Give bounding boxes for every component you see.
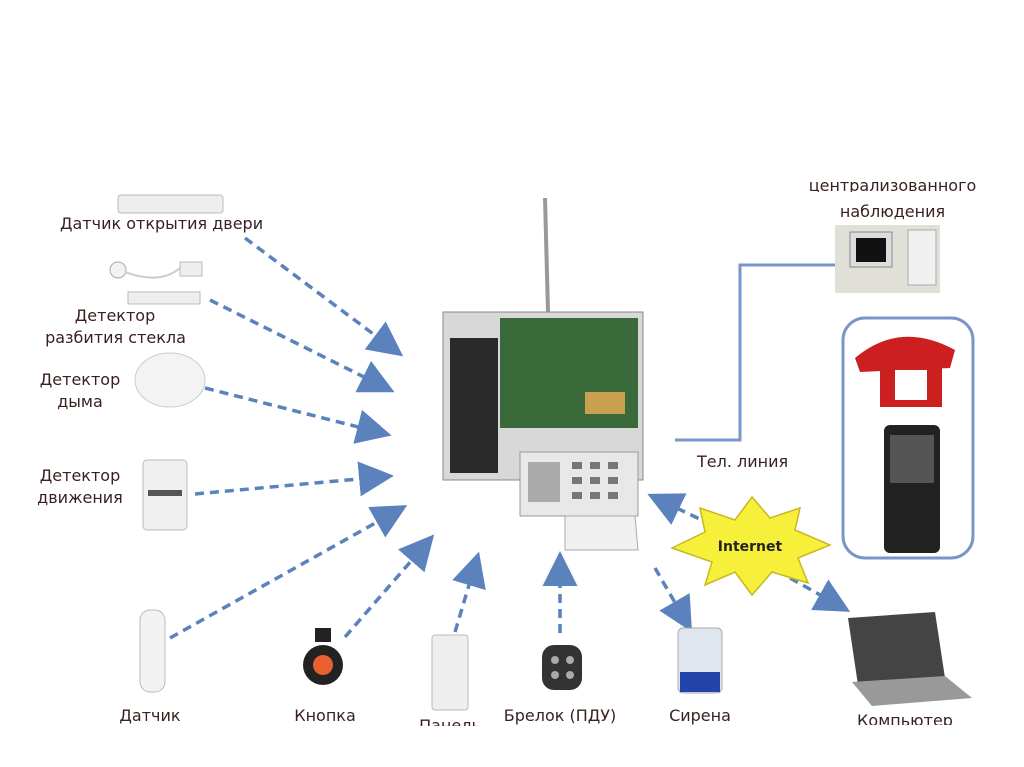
phone-line-wires — [675, 263, 975, 560]
label-sensor: Датчик — [119, 706, 181, 725]
mobile-phone-device — [884, 425, 940, 553]
signal-arrows — [169, 236, 851, 640]
internet-burst — [670, 495, 832, 597]
siren-device — [677, 627, 723, 694]
arrow-panel — [452, 551, 486, 633]
label-glass-break-2: разбития стекла — [45, 328, 186, 347]
arrow-glass-break — [209, 298, 395, 393]
sensor-device — [139, 609, 166, 693]
landline-phone-device — [855, 336, 955, 407]
label-smoke-2: дыма — [57, 392, 103, 411]
control-panel-device — [442, 311, 644, 551]
panel-device — [431, 634, 469, 711]
keyfob-device — [542, 645, 582, 690]
arrow-button — [343, 534, 435, 639]
arrow-computer — [789, 576, 851, 612]
arrow-door-sensor — [243, 236, 404, 357]
label-glass-break-1: Детектор — [74, 306, 156, 325]
label-computer: Компьютер — [857, 711, 953, 725]
arrow-smoke — [204, 386, 392, 444]
panic-button-device — [303, 628, 343, 685]
arrow-motion — [194, 461, 394, 497]
antenna — [543, 197, 550, 313]
label-panel: Панель — [419, 716, 481, 726]
laptop-device — [848, 612, 972, 706]
label-internet: Internet — [717, 539, 783, 555]
arrow-siren — [653, 567, 692, 633]
label-motion-1: Детектор — [39, 466, 121, 485]
label-siren: Сирена — [669, 706, 731, 725]
monitoring-station-device — [835, 225, 940, 293]
glass-break-device — [109, 261, 203, 305]
door-sensor-device — [117, 194, 224, 214]
label-door-sensor: Датчик открытия двери — [60, 214, 264, 233]
arrow-internet-in — [647, 493, 713, 527]
arrow-sensor — [169, 505, 408, 640]
label-phone-line: Тел. линия — [697, 452, 789, 471]
label-keyfob: Брелок (ПДУ) — [503, 706, 617, 725]
label-smoke-1: Детектор — [39, 370, 121, 389]
smoke-detector-device — [134, 352, 206, 408]
label-monitoring-line1: централизованного — [808, 180, 977, 192]
label-motion-2: движения — [37, 488, 123, 507]
label-button: Кнопка — [294, 706, 356, 725]
label-monitoring-line2: наблюдения — [839, 202, 946, 221]
